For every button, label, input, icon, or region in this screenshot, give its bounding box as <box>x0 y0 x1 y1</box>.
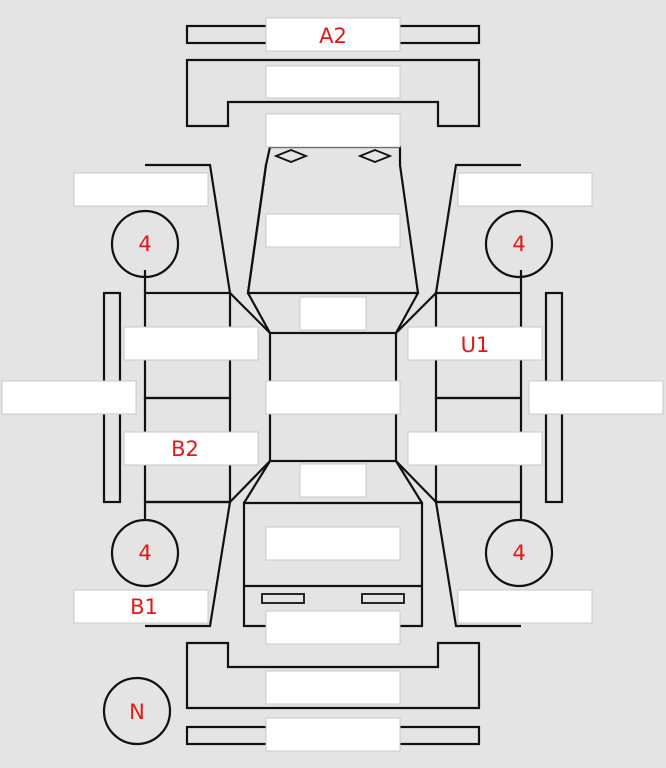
right-a-pillar <box>395 292 419 334</box>
field-windshield[interactable] <box>299 296 367 331</box>
left-front-fender <box>145 163 232 294</box>
field-left-front-fender[interactable] <box>73 172 209 207</box>
field-left-front-door[interactable] <box>123 326 259 361</box>
hood-inner-left <box>246 164 268 294</box>
left-rear-door-code: B2 <box>171 437 199 461</box>
right-headlight <box>357 149 393 163</box>
field-front-bumper[interactable] <box>265 65 401 99</box>
rear-right-tyre-mark: 4 <box>512 541 525 565</box>
left-c-pillar <box>243 460 271 504</box>
front-left-tyre-circle <box>110 209 180 279</box>
field-front-panel[interactable] <box>265 113 401 148</box>
rear-right-tyre-circle <box>484 518 554 588</box>
field-right-front-door[interactable] <box>407 326 543 361</box>
front-right-tyre-mark: 4 <box>512 232 525 256</box>
right-taillight <box>361 593 405 604</box>
front-bumper <box>185 58 481 128</box>
right-door-handle-rear <box>395 460 437 503</box>
right-rear-quarter <box>434 500 521 628</box>
field-hood[interactable] <box>265 213 401 248</box>
field-right-sill[interactable] <box>528 380 664 415</box>
left-door-handle-rear <box>229 460 271 503</box>
front-left-tyre-mark: 4 <box>138 232 151 256</box>
front-bumper-code: A2 <box>319 24 347 48</box>
field-left-sill[interactable] <box>1 380 137 415</box>
field-rear-window[interactable] <box>299 463 367 498</box>
right-door-handle-front <box>395 292 437 334</box>
right-c-pillar <box>395 460 423 504</box>
left-rear-quarter <box>145 500 232 628</box>
rear-bumper <box>185 641 481 710</box>
spare-wheel-circle <box>102 676 172 746</box>
field-rear-bumper-strip[interactable] <box>265 717 401 752</box>
left-a-pillar <box>247 292 271 334</box>
left-rear-quarter-code: B1 <box>130 595 158 619</box>
rear-left-tyre-circle <box>110 518 180 588</box>
field-rear-panel[interactable] <box>265 610 401 645</box>
left-headlight <box>273 149 309 163</box>
field-front-bumper-strip[interactable] <box>265 17 401 52</box>
field-rear-bumper[interactable] <box>265 670 401 705</box>
right-front-door-code: U1 <box>461 333 490 357</box>
field-trunk[interactable] <box>265 526 401 561</box>
field-left-rear-door[interactable] <box>123 431 259 466</box>
left-taillight <box>261 593 305 604</box>
field-right-rear-quarter[interactable] <box>457 589 593 624</box>
trunk-outline <box>242 501 424 628</box>
field-right-rear-door[interactable] <box>407 431 543 466</box>
right-front-fender <box>434 163 521 294</box>
field-left-rear-quarter[interactable] <box>73 589 209 624</box>
rear-left-tyre-mark: 4 <box>138 541 151 565</box>
field-right-front-fender[interactable] <box>457 172 593 207</box>
front-right-tyre-circle <box>484 209 554 279</box>
field-roof[interactable] <box>265 380 401 415</box>
spare-wheel-mark: N <box>129 700 145 724</box>
left-door-handle-front <box>229 292 271 334</box>
damage-marks: A2 4 4 U1 B2 4 4 B1 N <box>129 24 526 724</box>
entry-fields <box>1 17 664 752</box>
